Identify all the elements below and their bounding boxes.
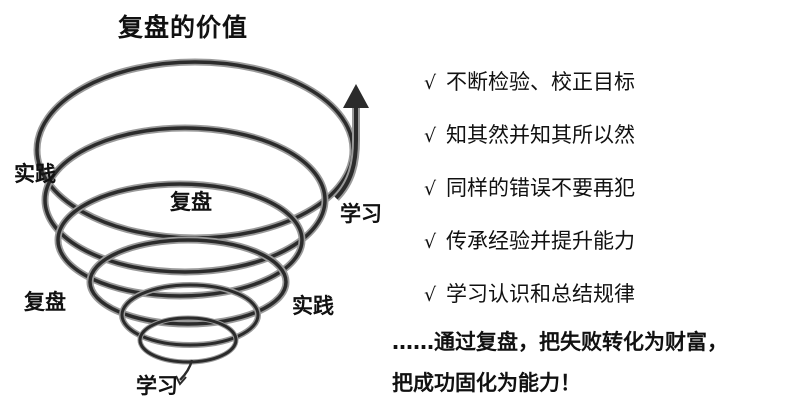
check-icon: √ xyxy=(424,231,437,253)
upward-arrow-line xyxy=(334,104,358,200)
check-icon: √ xyxy=(424,284,437,306)
spiral-ring-3-outline xyxy=(56,182,304,298)
check-icon: √ xyxy=(424,125,437,147)
conclusion-line-1: ……通过复盘，把失败转化为财富， xyxy=(392,330,728,354)
benefit-text: 知其然并知其所以然 xyxy=(446,123,635,147)
label-review-center: 复盘 xyxy=(170,190,212,214)
list-item: √ 知其然并知其所以然 xyxy=(424,111,635,159)
label-review-left: 复盘 xyxy=(24,290,66,314)
benefit-list: √ 不断检验、校正目标 √ 知其然并知其所以然 √ 同样的错误不要再犯 √ 传承经验并提… xyxy=(424,58,635,323)
label-learn-right: 学习 xyxy=(340,202,382,226)
upward-arrow-head xyxy=(343,84,369,108)
list-item: √ 不断检验、校正目标 xyxy=(424,58,635,106)
diagram-title: 复盘的价值 xyxy=(118,13,249,42)
list-item: √ 传承经验并提升能力 xyxy=(424,217,635,265)
benefit-text: 学习认识和总结规律 xyxy=(446,282,635,306)
conclusion-line-2: 把成功固化为能力！ xyxy=(392,371,581,395)
list-item: √ 学习认识和总结规律 xyxy=(424,270,635,318)
check-icon: √ xyxy=(424,178,437,200)
list-item: √ 同样的错误不要再犯 xyxy=(424,164,635,212)
conclusion-text: ……通过复盘，把失败转化为财富， 把成功固化为能力！ xyxy=(392,322,796,404)
label-learn-bottom: 学习 xyxy=(136,374,178,398)
label-practice-top: 实践 xyxy=(14,162,56,186)
spiral-tail xyxy=(179,359,194,381)
spiral-tail-arrow xyxy=(175,375,187,386)
spiral-ring-4-outline xyxy=(88,238,288,326)
spiral-ring-2-outline xyxy=(43,126,327,274)
benefit-text: 不断检验、校正目标 xyxy=(446,70,635,94)
spiral-ring-5-outline xyxy=(120,283,260,347)
label-practice-lower: 实践 xyxy=(292,294,334,318)
benefit-text: 传承经验并提升能力 xyxy=(446,229,635,253)
check-icon: √ xyxy=(424,72,437,94)
benefit-text: 同样的错误不要再犯 xyxy=(446,176,635,200)
spiral-ring-6-outline xyxy=(138,316,238,364)
